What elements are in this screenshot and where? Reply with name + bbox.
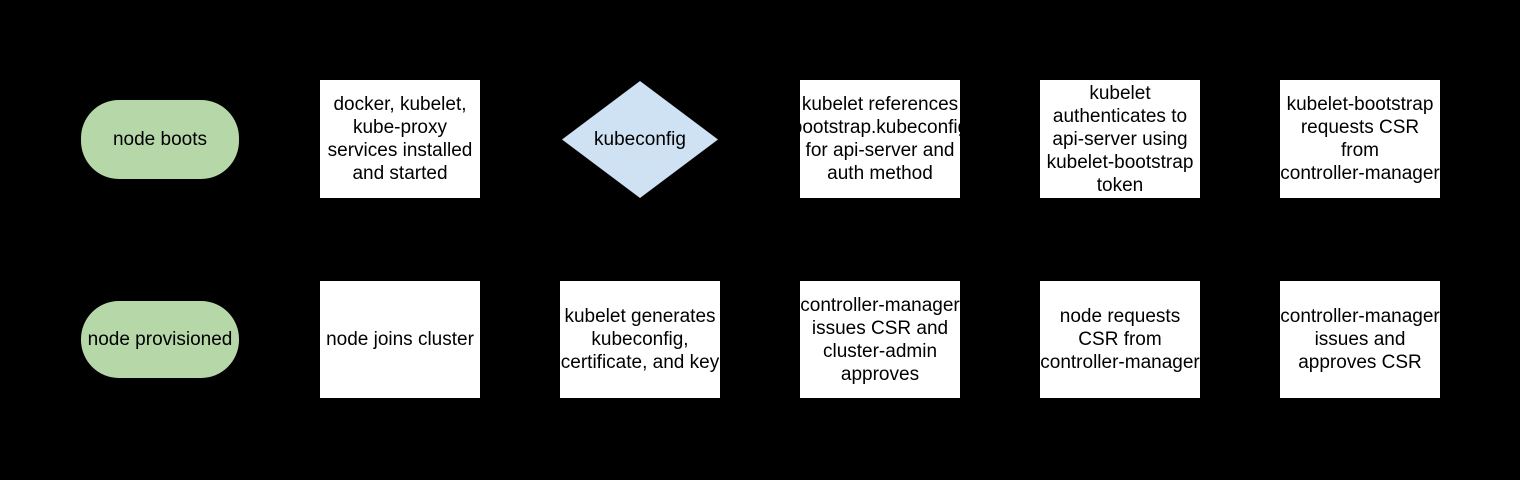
flow-node-kubelet-generates-kubeconfig: kubelet generates kubeconfig, certificat… <box>560 281 720 398</box>
flow-node-cm-issues-csr-admin-approves: controller-manager issues CSR and cluste… <box>800 281 960 398</box>
flow-node-kubelet-bootstrap-requests-csr: kubelet-bootstrap requests CSR from cont… <box>1280 80 1440 198</box>
flow-node-kubelet-authenticates: kubelet authenticates to api-server usin… <box>1040 80 1200 198</box>
flow-node-node-joins-cluster: node joins cluster <box>320 281 480 398</box>
flow-node-kubelet-references-bootstrap: kubelet references bootstrap.kubeconfig … <box>792 80 968 198</box>
flow-node-cm-issues-and-approves-csr: controller-manager issues and approves C… <box>1280 281 1440 398</box>
flow-node-node-requests-csr: node requests CSR from controller-manage… <box>1040 281 1200 398</box>
flow-node-node-boots: node boots <box>81 100 239 179</box>
flow-node-kubeconfig-decision: kubeconfig <box>562 81 718 198</box>
flow-node-services-installed: docker, kubelet, kube-proxy services ins… <box>320 80 480 198</box>
flow-node-node-provisioned: node provisioned <box>81 301 239 378</box>
